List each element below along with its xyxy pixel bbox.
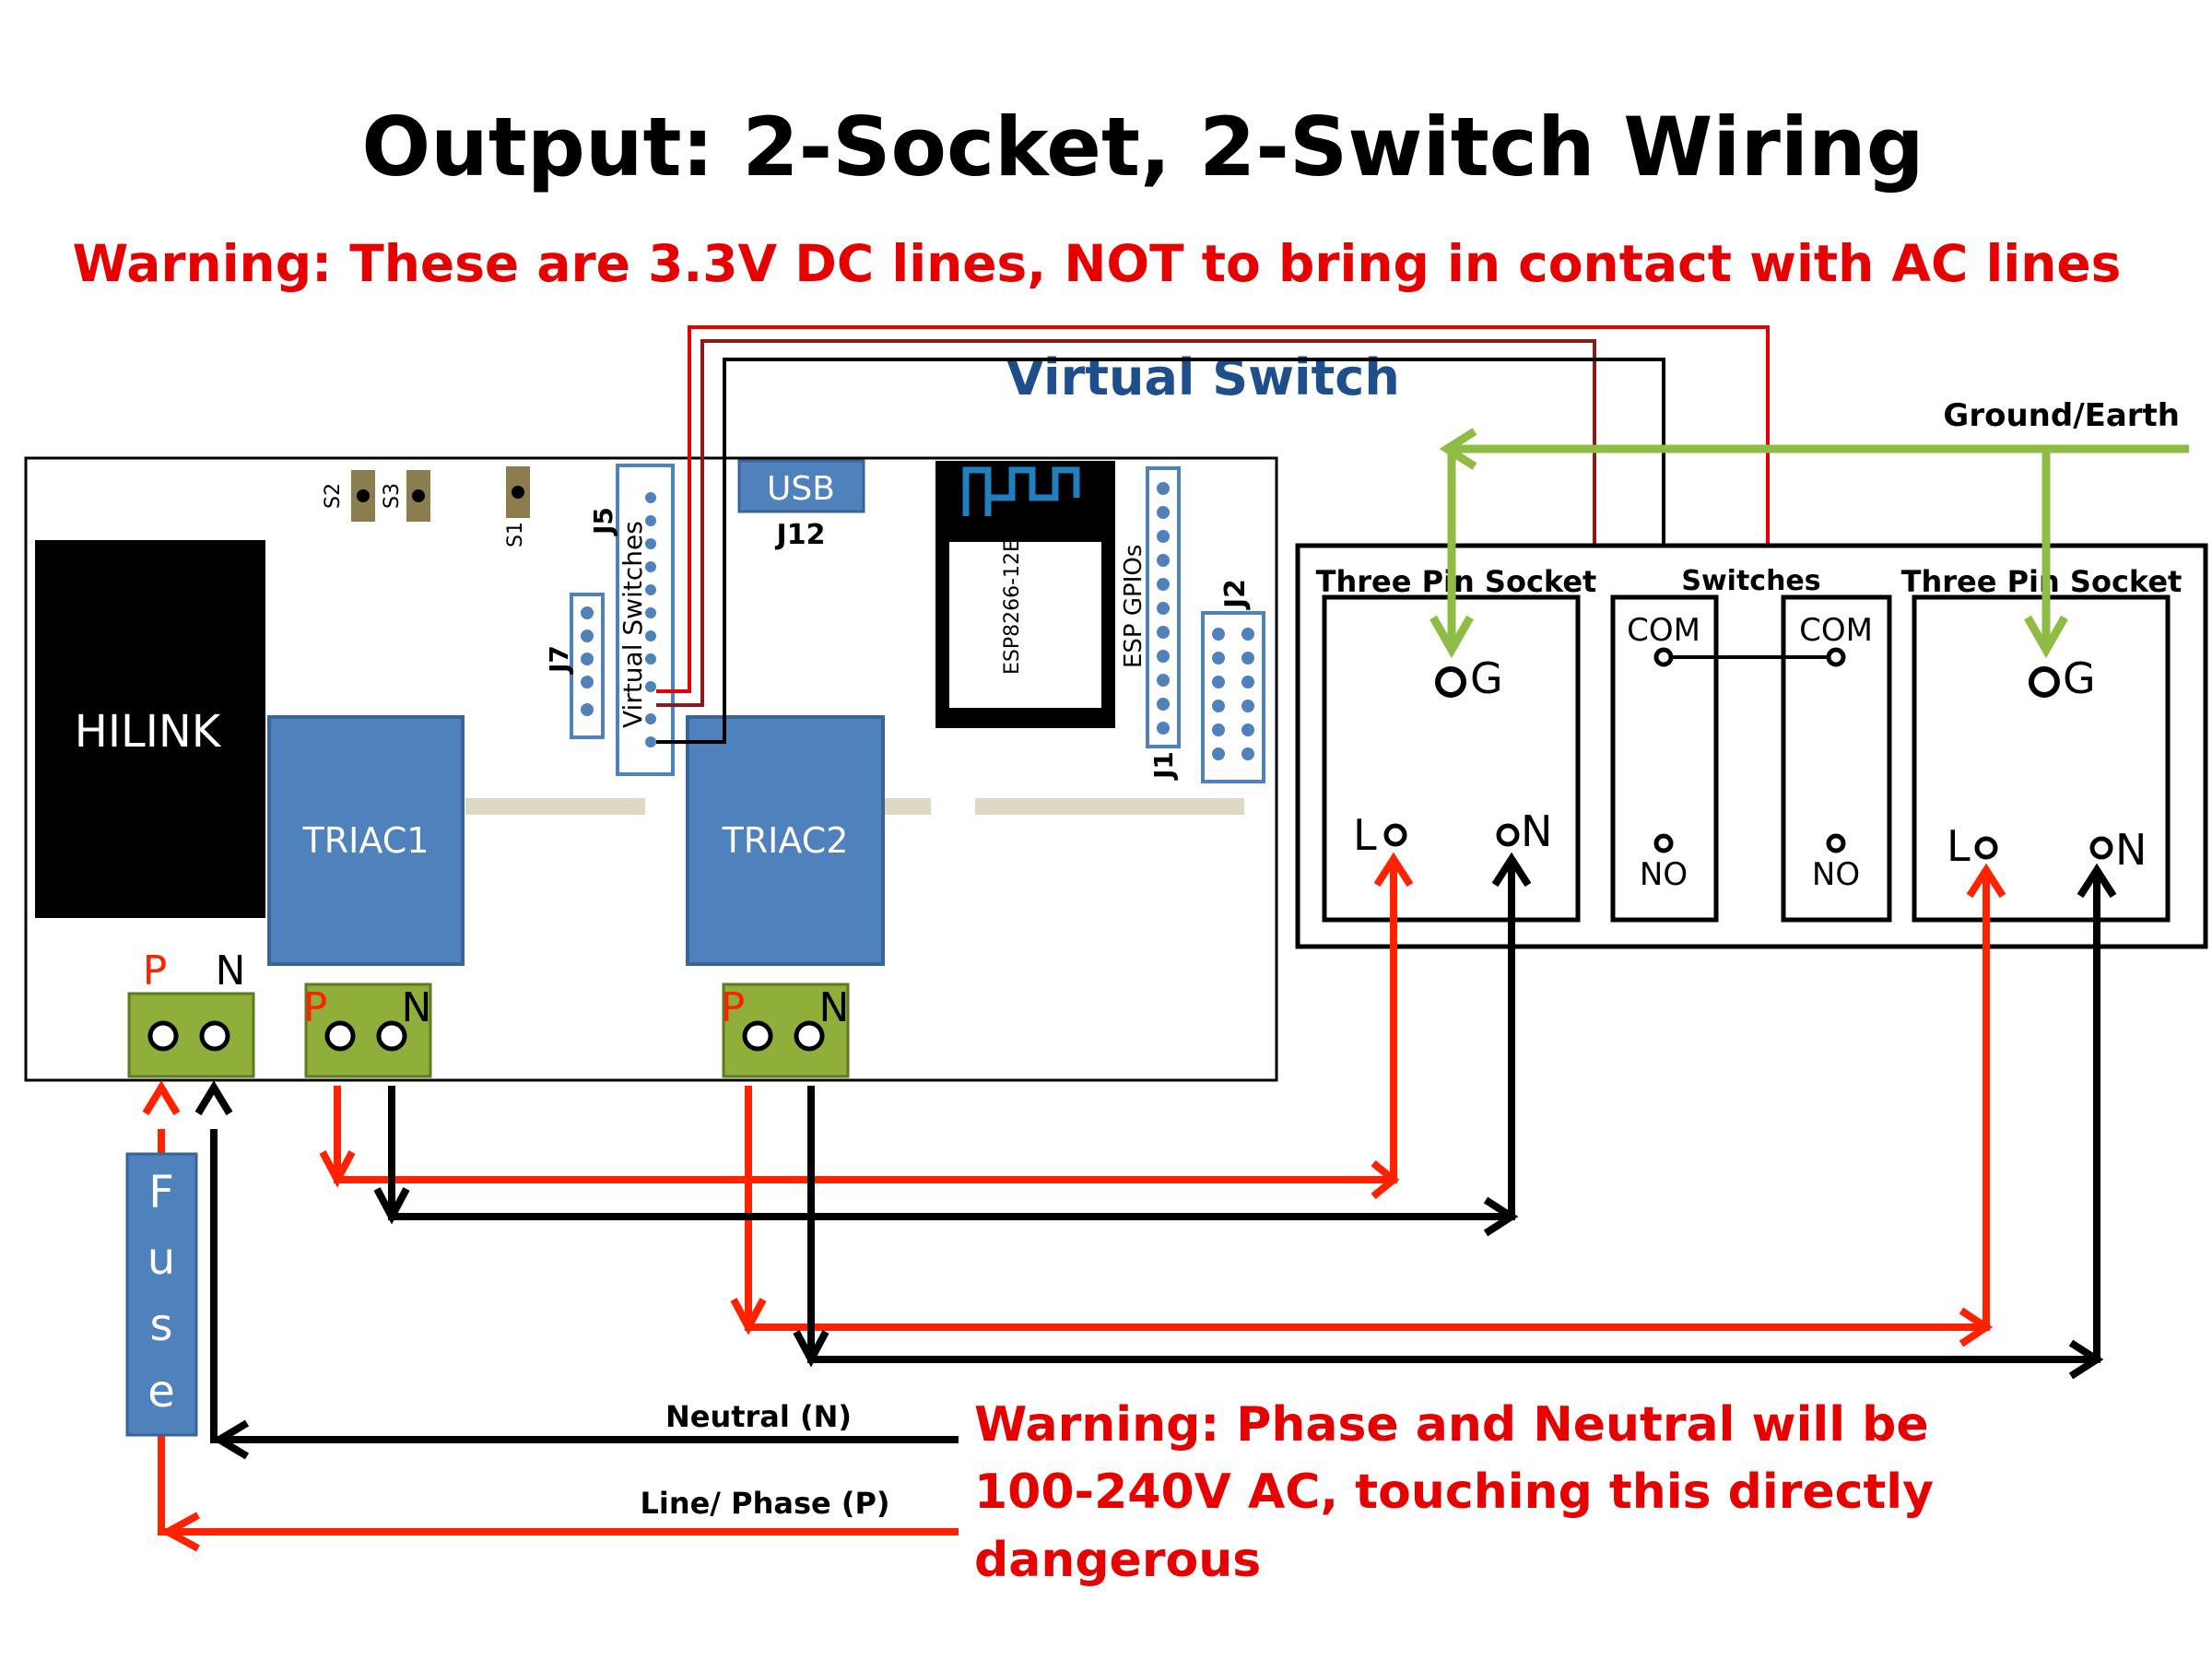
triac2-module (686, 715, 885, 966)
terminal3-n-label: N (819, 984, 850, 1031)
board-separator (465, 798, 645, 815)
hilink-label: HILINK (75, 706, 222, 758)
socket1-l-label: L (1353, 810, 1377, 860)
switch2-no-label: NO (1812, 856, 1860, 893)
phase-label: Line/ Phase (P) (640, 1486, 889, 1521)
socket2 (1912, 594, 2171, 923)
j2-label: J2 (1219, 579, 1252, 610)
virtual-switch-label: Virtual Switch (1006, 348, 1400, 406)
triac1-module (267, 715, 465, 966)
socket2-n-label: N (2115, 825, 2147, 875)
fuse-letter: s (149, 1300, 172, 1351)
terminal1-n-label: N (216, 947, 246, 994)
esp-gpios-label: ESP GPIOs (1120, 545, 1147, 668)
s1-label: S1 (504, 522, 527, 547)
j5-virtual-switches-header (616, 464, 675, 776)
triac2-label: TRIAC2 (722, 820, 849, 861)
terminal3-p-label: P (721, 984, 746, 1031)
input-terminal (127, 992, 255, 1078)
terminal1-p-label: P (143, 947, 168, 994)
usb-label: USB (767, 470, 835, 508)
ac-warning-line2: 100-240V AC, touching this directly (974, 1465, 1934, 1520)
page-title: Output: 2-Socket, 2-Switch Wiring (361, 100, 1924, 194)
switch1-com-label: COM (1627, 612, 1700, 649)
socket1-label: Three Pin Socket (1316, 564, 1597, 599)
fuse-letter: u (147, 1233, 175, 1285)
board-separator (885, 798, 931, 815)
neutral-label: Neutral (N) (665, 1399, 852, 1434)
virtual-switches-label: Virtual Switches (618, 521, 648, 728)
terminal2-n-label: N (402, 984, 432, 1031)
j2-header (1201, 611, 1265, 783)
ground-wire (1447, 444, 2189, 645)
terminal2-p-label: P (303, 984, 328, 1031)
antenna-trace (962, 466, 1080, 516)
triac1-label: TRIAC1 (302, 820, 429, 861)
dc-warning: Warning: These are 3.3V DC lines, NOT to… (73, 234, 2122, 293)
socket1-g-label: G (1470, 653, 1503, 703)
socket1 (1322, 594, 1581, 923)
switches-label: Switches (1681, 565, 1820, 597)
hilink-module (35, 540, 265, 918)
j7-label: J7 (544, 645, 574, 675)
esp-shield (949, 542, 1101, 708)
socket2-l-label: L (1947, 821, 1971, 871)
fuse (125, 1152, 198, 1437)
fuse-letter: e (147, 1366, 175, 1418)
j1-label: J1 (1148, 751, 1179, 781)
switch2-com-label: COM (1799, 612, 1873, 649)
j5-label: J5 (588, 507, 618, 536)
usb-connector (737, 459, 865, 513)
s2-label: S2 (322, 483, 345, 509)
socket1-n-label: N (1521, 806, 1552, 856)
j12-label: J12 (775, 519, 826, 551)
socket2-g-label: G (2063, 653, 2096, 703)
ground-label: Ground/Earth (1943, 397, 2180, 434)
triac2-output-terminal (722, 982, 850, 1078)
s3-label: S3 (381, 483, 404, 509)
esp-module-label: ESP8266-12E (1001, 539, 1024, 675)
ac-warning-line1: Warning: Phase and Neutral will be (974, 1397, 1929, 1453)
switch1-no-label: NO (1640, 856, 1688, 893)
socket2-label: Three Pin Socket (1901, 564, 2183, 599)
ac-warning-line3: dangerous (974, 1533, 1261, 1588)
board-separator (975, 798, 1244, 815)
fuse-letter: F (148, 1167, 174, 1218)
